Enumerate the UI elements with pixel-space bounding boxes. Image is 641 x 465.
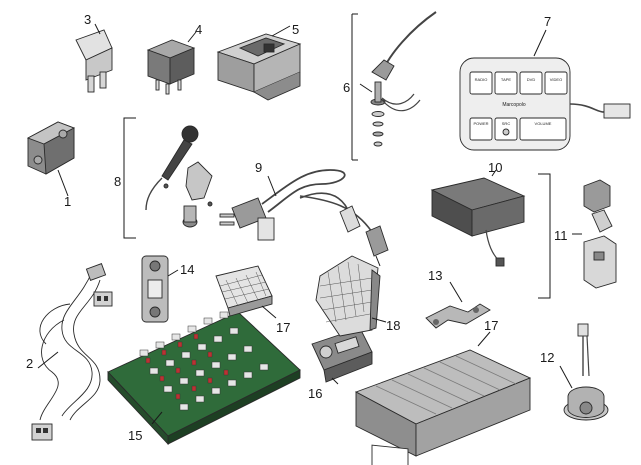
part-led-panel-small [215,265,277,319]
callout-12: 12 [540,350,554,365]
part-ceiling-light [559,323,609,421]
button-label-src: SRC [502,121,511,126]
part-led-panel-large [315,255,387,337]
part-circuit-board [107,311,301,446]
button-label-power: POWER [473,121,488,126]
callout-2: 2 [26,356,33,371]
part-relay [146,31,197,95]
callout-4: 4 [195,22,202,37]
button-label-dvd: DVD [527,77,536,82]
part-antenna [351,11,437,161]
part-amplifier [430,169,526,267]
part-control-panel: RADIO TAPE DVD VIDEO Marcopolo POWER SRC… [459,29,631,151]
callout-17-amplifier: 17 [484,318,498,333]
callout-13: 13 [428,268,442,283]
callout-7: 7 [544,14,551,29]
callout-1: 1 [64,194,71,209]
callout-6: 6 [343,80,350,95]
button-label-radio: RADIO [475,77,488,82]
callout-3: 3 [84,12,91,27]
callout-17-led: 17 [276,320,290,335]
brand-label: Marcopolo [502,102,526,108]
part-wiring-harness [31,263,113,441]
callout-labels: 1 2 3 4 5 6 7 8 9 10 11 12 13 14 15 16 1… [26,12,568,443]
part-microphone [123,117,213,239]
button-label-video: VIDEO [550,77,562,82]
part-connectors [538,173,617,299]
callout-15: 15 [128,428,142,443]
part-power-amplifier [354,331,532,465]
part-blade-fuse [75,23,113,93]
callout-10: 10 [488,160,502,175]
callout-8: 8 [114,174,121,189]
part-power-cable [219,169,389,267]
callout-14: 14 [180,262,194,277]
part-dc-module [216,25,302,101]
button-label-tape: TAPE [501,77,511,82]
callout-11: 11 [554,228,568,243]
callout-18: 18 [386,318,400,333]
callout-16: 16 [308,386,322,401]
callout-9: 9 [255,160,262,175]
part-switch-plate [141,255,179,323]
part-reading-light [311,327,373,385]
part-antenna-bracket [26,121,76,197]
part-flat-bracket [425,281,491,329]
callout-5: 5 [292,22,299,37]
button-label-volume: VOLUME [535,121,552,126]
